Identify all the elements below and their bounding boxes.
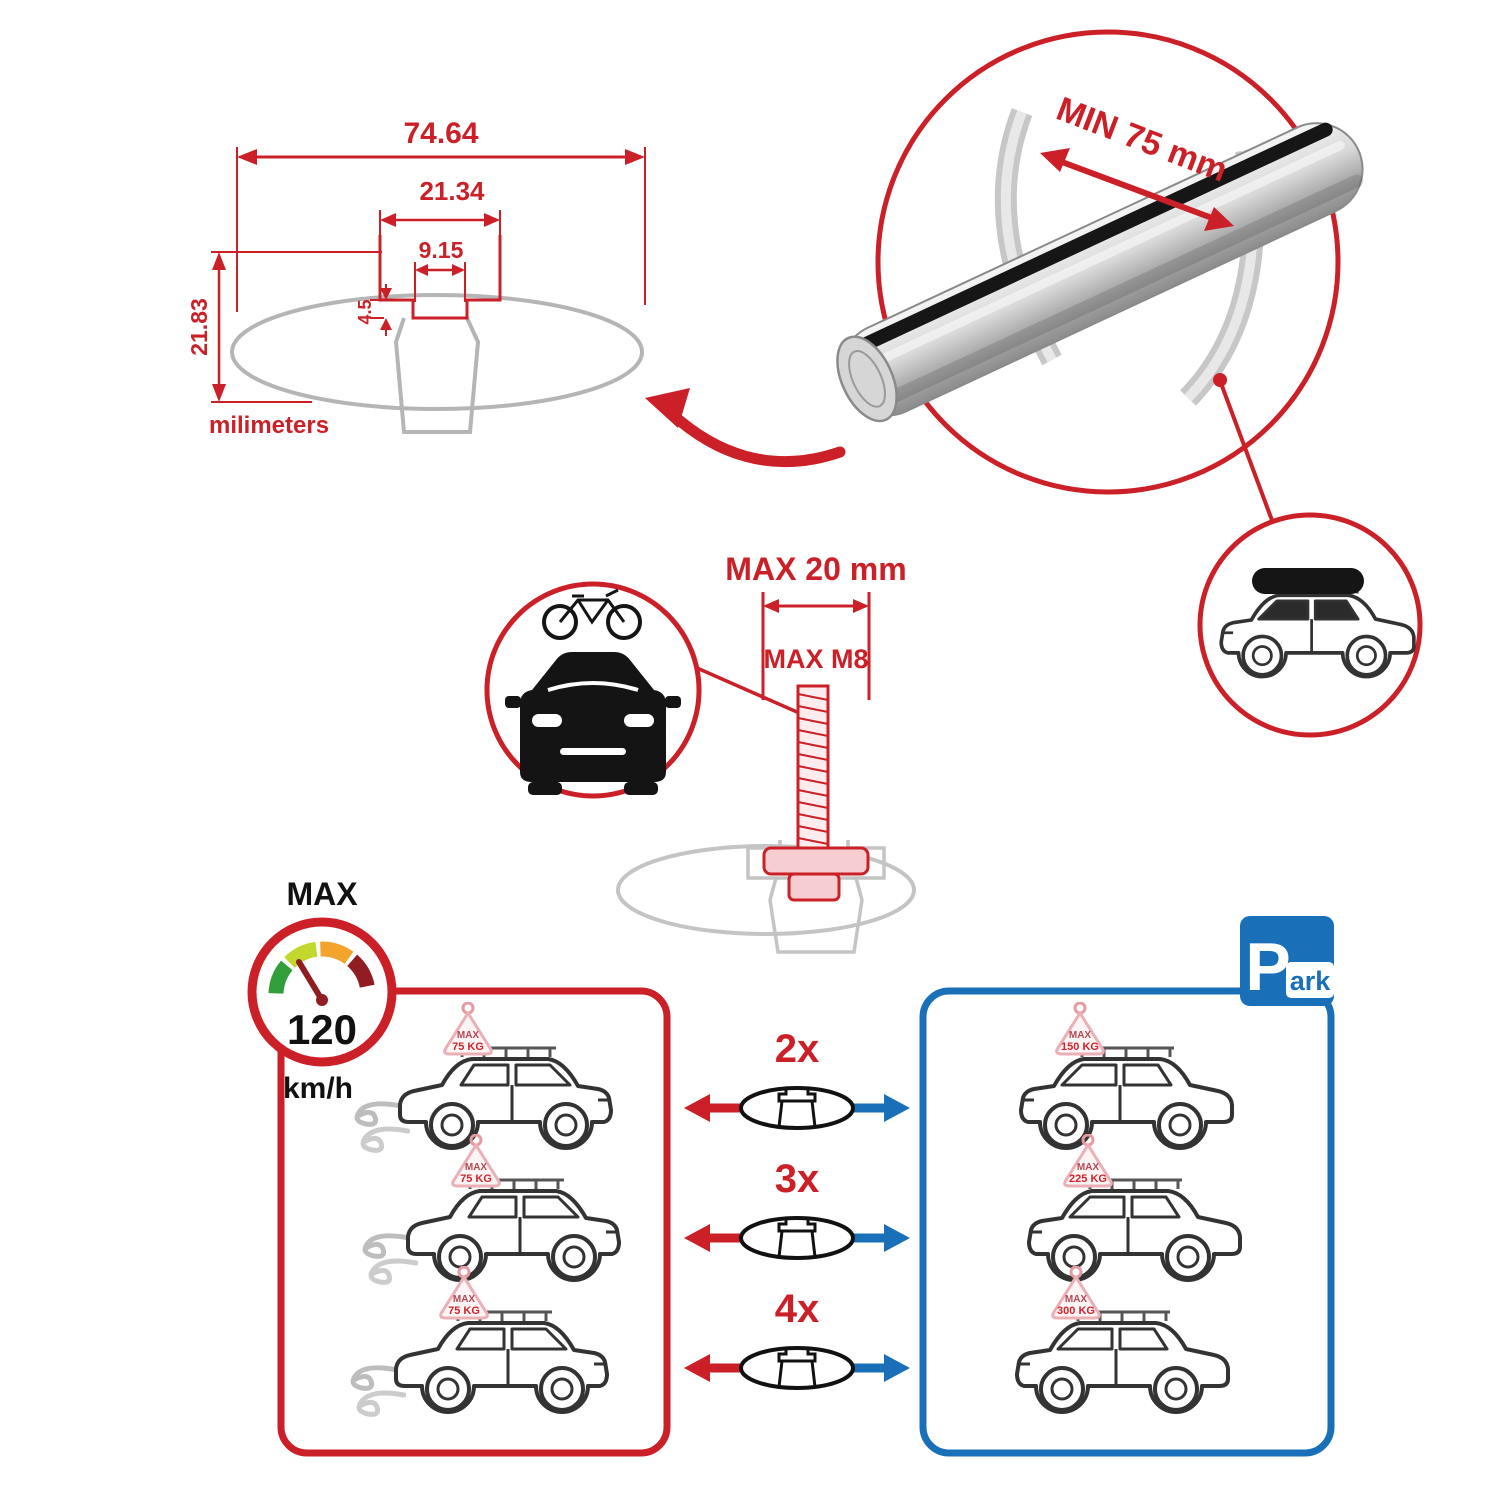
dim-total-width: 74.64 [403,117,478,150]
dim-total-height-arrowheads [212,252,226,402]
faded-profile-ellipse [616,844,916,936]
bolt-max-length-label: MAX 20 mm [725,551,906,587]
dim-slot-opening-arrowheads [415,264,465,276]
quantity-label: 3x [775,1157,820,1201]
speedometer-needle [296,959,325,1003]
driving-car-2: MAX 75 KG [365,1134,621,1282]
dim-lip-depth-arrowheads [380,288,392,330]
right-arrowhead [884,1224,910,1252]
callout-dot [1213,373,1227,387]
dim-total-width-lines [236,147,646,312]
quantity-label: 2x [775,1027,820,1071]
sign-load-value: 225 KG [1069,1173,1107,1185]
left-arrowhead [684,1224,710,1252]
bike-on-car-inset [484,581,798,799]
sign-load-value: 75 KG [460,1173,492,1185]
left-arrowhead [684,1354,710,1382]
sign-load-value: 75 KG [452,1041,484,1053]
rubber-slot-strip [847,122,1333,357]
pointer-arrow-to-drawing [645,388,846,468]
t-slot-profile [378,235,502,320]
sign-max-label: MAX [465,1162,488,1173]
sign-load-value: 150 KG [1061,1041,1099,1053]
bar-profile-ellipse [230,293,644,411]
aluminum-crossbar [836,122,1364,423]
quantity-row-3x: 3x [684,1157,910,1260]
bolt-diagram: MAX 20 mm MAX M8 [616,551,916,954]
bar-profile-stem [393,317,481,434]
bar-end-cap [836,335,898,423]
parked-car-2: MAX 225 KG [1027,1134,1242,1282]
dim-lip-depth: 4.5 [355,299,375,324]
bicycle-icon [542,588,642,640]
inset-connector-line [696,666,798,714]
right-arrowhead [884,1354,910,1382]
units-label: milimeters [209,412,329,439]
park-sign-ark: ark [1290,966,1332,996]
callout-line [1220,385,1275,524]
dim-slot-outer-lines [379,210,501,298]
bar-cross-section-icon [739,1216,855,1260]
t-bolt [762,684,870,902]
parked-car-3: MAX 300 KG [1015,1266,1230,1414]
speed-unit: km/h [283,1072,353,1105]
sign-load-value: 300 KG [1057,1305,1095,1317]
dim-total-height: 21.83 [186,298,212,356]
dim-slot-outer: 21.34 [419,176,485,206]
speed-max-label: MAX [286,876,358,912]
sign-max-label: MAX [1077,1162,1100,1173]
sign-max-label: MAX [453,1294,476,1305]
bar-cross-section-icon [739,1346,855,1390]
quantity-row-4x: 4x [684,1287,910,1390]
park-sign-p: P [1245,929,1290,1005]
bar-cross-section-icon [739,1086,855,1130]
sign-max-label: MAX [1069,1030,1092,1041]
left-arrowhead [684,1094,710,1122]
crossbar-photo-callout: MIN 75 mm [836,29,1364,524]
sign-load-value: 75 KG [448,1305,480,1317]
cross-section-drawing: 74.64 21.34 9.15 4.5 21.83 [186,117,646,439]
parked-car-1: MAX 150 KG [1019,1002,1234,1150]
dim-slot-opening-lines [414,262,466,302]
roof-box [1252,568,1364,594]
faded-profile-stem [768,877,864,954]
speedometer: MAX 120 km/h [247,876,397,1105]
driving-car-3: MAX 75 KG [353,1266,609,1414]
car-front-icon [505,652,681,795]
quantity-row-2x: 2x [684,1027,910,1130]
min-span-arrow [1040,148,1234,231]
bolt-dim-lines [761,592,871,700]
t-bolt-head [762,846,870,876]
driving-car-1: MAX 75 KG [357,1002,613,1150]
dim-slot-opening: 9.15 [419,237,464,263]
dim-total-height-lines [211,251,382,403]
bolt-max-thread-label: MAX M8 [763,644,868,674]
quantity-label: 4x [775,1287,820,1331]
right-arrowhead [884,1094,910,1122]
sign-max-label: MAX [457,1030,480,1041]
speed-value: 120 [287,1006,357,1053]
suv-roofbox-inset [1197,512,1423,738]
sign-max-label: MAX [1065,1294,1088,1305]
park-sign: P ark [1240,916,1334,1006]
